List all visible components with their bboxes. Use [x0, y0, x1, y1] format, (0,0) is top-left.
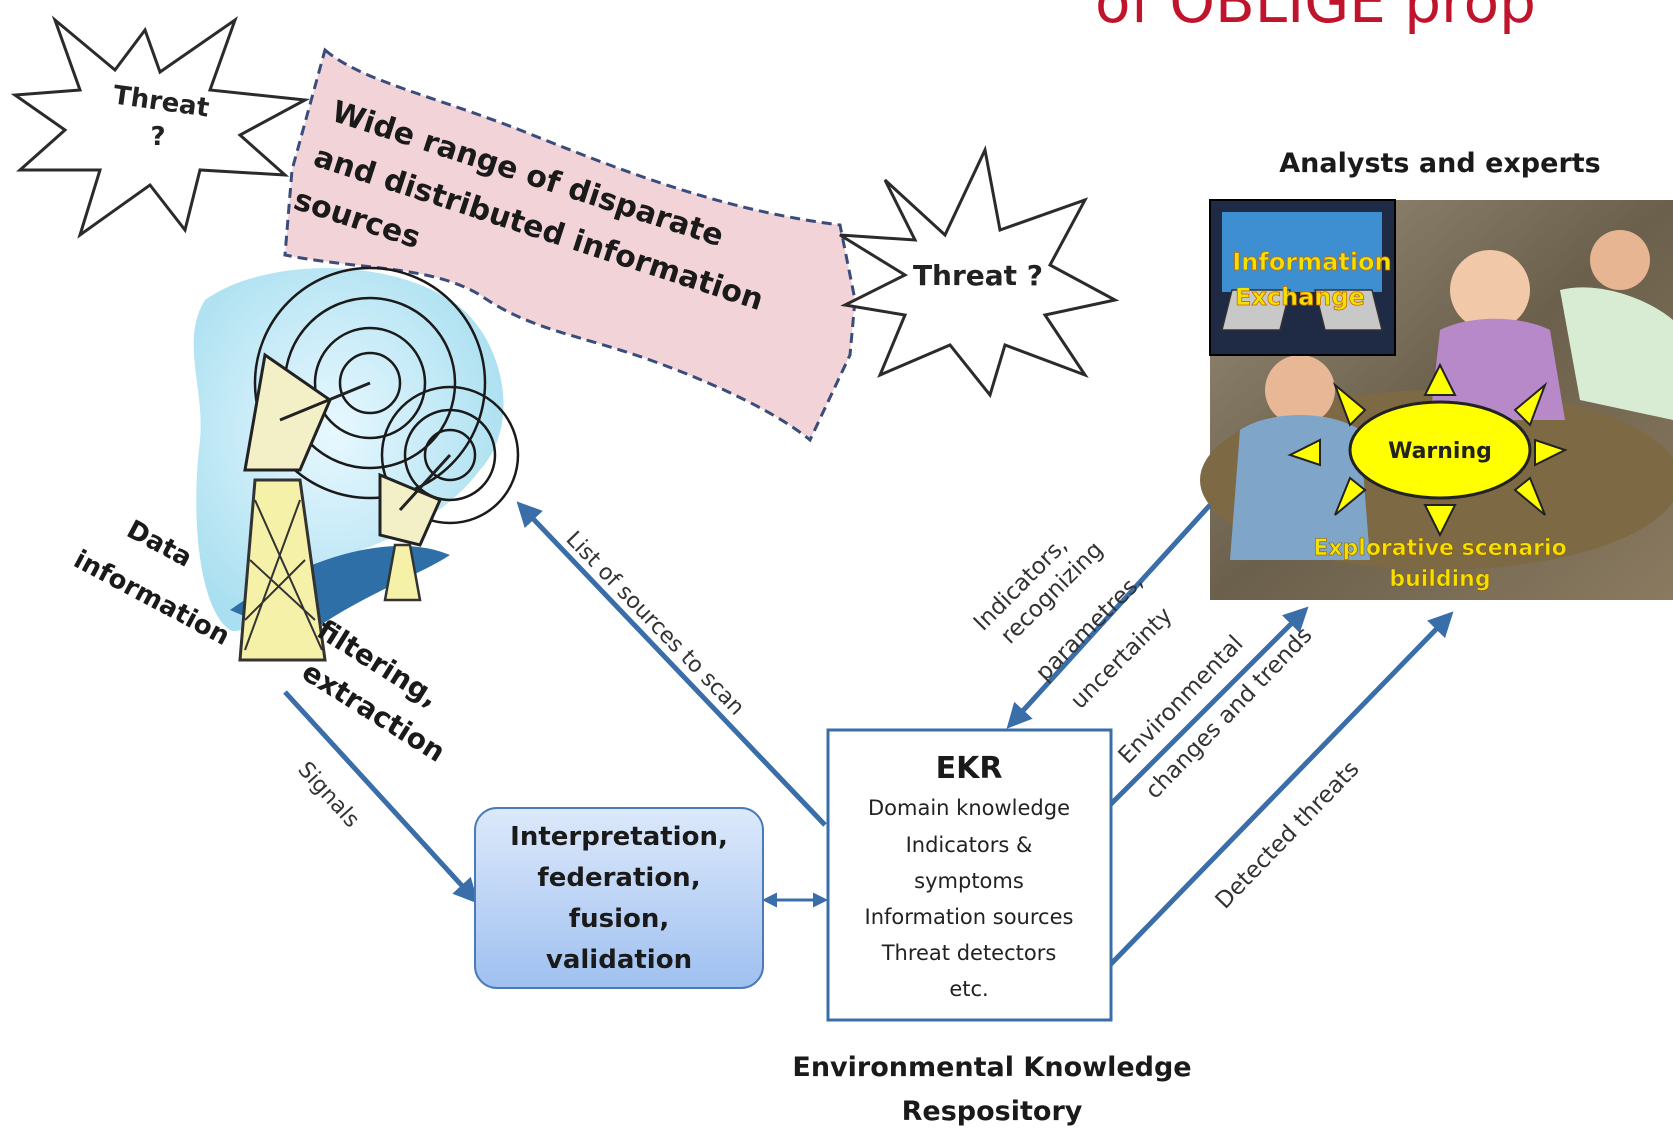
interpretation-line3: fusion,: [569, 904, 669, 934]
threat-left-line2: ?: [150, 122, 165, 152]
ekr-item-0: Domain knowledge: [868, 796, 1070, 820]
signals-arrow: [283, 690, 479, 904]
warning-label: Warning: [1388, 439, 1492, 464]
analysts-title: Analysts and experts: [1279, 148, 1600, 179]
warning-burst: [1287, 362, 1568, 538]
interpretation-line2: federation,: [537, 863, 700, 893]
header-title-fragment: of OBLIGE prop: [1095, 0, 1536, 36]
interpretation-box: Interpretation, federation, fusion, vali…: [474, 807, 764, 989]
ekr-title: EKR: [936, 751, 1003, 786]
indicators-arrow: [1006, 503, 1212, 729]
threat-starburst-right: Threat ?: [839, 145, 1120, 399]
information-exchange-line2: Exchange: [1235, 283, 1365, 311]
antenna-illustration: [193, 266, 520, 662]
ekr-item-3: Information sources: [865, 905, 1074, 929]
interpretation-line4: validation: [546, 945, 692, 975]
scenario-line1: Explorative scenario: [1313, 536, 1566, 561]
threat-starburst-left: Threat ?: [10, 15, 310, 239]
scenario-line2: building: [1389, 567, 1490, 592]
list-sources-arrow: [516, 501, 827, 827]
ekr-caption-line1: Environmental Knowledge: [792, 1052, 1191, 1083]
threat-right-label: Threat ?: [913, 259, 1043, 292]
arrows: [283, 501, 1454, 967]
data-label: Data: [122, 515, 197, 574]
list-sources-label: List of sources to scan: [561, 527, 749, 721]
ekr-item-5: etc.: [949, 977, 988, 1001]
environmental-arrow: [1108, 606, 1309, 807]
detected-threats-arrow: [1108, 611, 1454, 967]
ekr-item-4: Threat detectors: [881, 941, 1057, 965]
ekr-item-2: symptoms: [914, 869, 1024, 893]
information-exchange-line1: Information: [1232, 248, 1391, 276]
interpretation-line1: Interpretation,: [510, 822, 728, 852]
ekr-caption-line2: Respository: [902, 1096, 1083, 1127]
ekr-box: EKR Domain knowledge Indicators & sympto…: [826, 728, 1113, 1022]
ekr-item-1: Indicators &: [906, 833, 1033, 857]
